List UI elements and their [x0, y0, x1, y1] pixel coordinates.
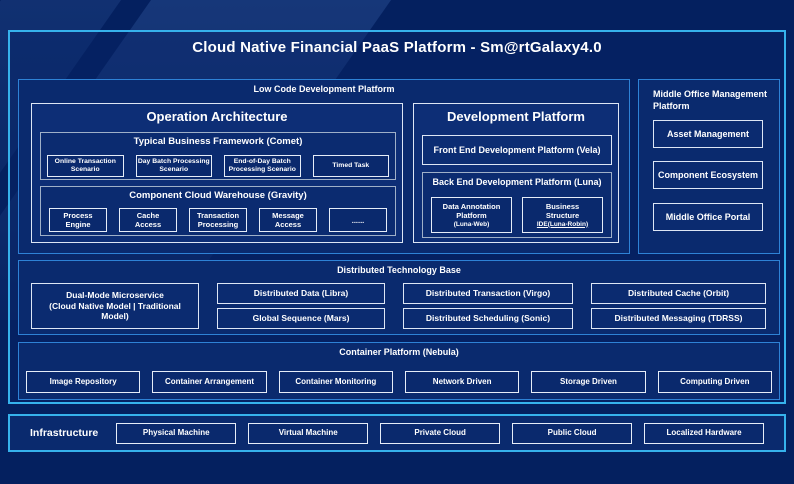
- low-code-section-label: Low Code Development Platform: [253, 84, 395, 94]
- box-process-engine: Process Engine: [49, 208, 107, 232]
- box-distributed-data: Distributed Data (Libra): [217, 283, 385, 304]
- operation-architecture-panel: Operation Architecture Typical Business …: [31, 103, 403, 243]
- box-timed-task: Timed Task: [312, 155, 389, 177]
- typical-business-framework-group: Typical Business Framework (Comet) Onlin…: [40, 132, 396, 180]
- middle-office-management-platform-section: Middle Office Management Platform Asset …: [638, 79, 780, 254]
- middle-office-section-label: Middle Office Management Platform: [653, 89, 768, 112]
- box-storage-driven: Storage Driven: [531, 371, 646, 393]
- box-day-batch-processing-scenario: Day Batch Processing Scenario: [135, 155, 212, 177]
- typical-business-framework-title: Typical Business Framework (Comet): [133, 136, 303, 147]
- box-business-structure-ide: Business Structure IDE(Luna-Robin): [522, 197, 603, 233]
- gravity-items-row: Process Engine Cache Access Transaction …: [49, 208, 387, 232]
- box-distributed-messaging: Distributed Messaging (TDRSS): [591, 308, 766, 329]
- box-message-access: Message Access: [259, 208, 317, 232]
- component-cloud-warehouse-group: Component Cloud Warehouse (Gravity) Proc…: [40, 186, 396, 236]
- box-end-of-day-batch-processing-scenario: End-of-Day Batch Processing Scenario: [224, 155, 301, 177]
- box-ellipsis: ......: [329, 208, 387, 232]
- development-platform-panel: Development Platform Front End Developme…: [413, 103, 619, 243]
- box-private-cloud: Private Cloud: [380, 422, 501, 444]
- box-distributed-cache: Distributed Cache (Orbit): [591, 283, 766, 304]
- distributed-section-label: Distributed Technology Base: [337, 265, 461, 275]
- distributed-technology-base-section: Distributed Technology Base Dual-Mode Mi…: [18, 260, 780, 335]
- container-platform-section: Container Platform (Nebula) Image Reposi…: [18, 342, 780, 400]
- component-cloud-warehouse-title: Component Cloud Warehouse (Gravity): [129, 190, 307, 201]
- box-image-repository: Image Repository: [26, 371, 141, 393]
- box-virtual-machine: Virtual Machine: [248, 422, 369, 444]
- box-online-transaction-scenario: Online Transaction Scenario: [47, 155, 124, 177]
- box-front-end-development-platform: Front End Development Platform (Vela): [422, 135, 612, 165]
- box-cache-access: Cache Access: [119, 208, 177, 232]
- box-container-arrangement: Container Arrangement: [152, 371, 267, 393]
- box-distributed-scheduling: Distributed Scheduling (Sonic): [403, 308, 573, 329]
- container-items-row: Image Repository Container Arrangement C…: [26, 371, 772, 393]
- infrastructure-section-label: Infrastructure: [30, 427, 99, 439]
- page-title: Cloud Native Financial PaaS Platform - S…: [192, 39, 602, 56]
- box-physical-machine: Physical Machine: [116, 422, 237, 444]
- container-section-label: Container Platform (Nebula): [339, 347, 459, 357]
- business-structure-sub-label: IDE(Luna-Robin): [536, 220, 589, 228]
- low-code-development-platform-section: Low Code Development Platform Operation …: [18, 79, 630, 254]
- back-end-development-platform-group: Back End Development Platform (Luna) Dat…: [422, 172, 612, 238]
- development-platform-title: Development Platform: [447, 109, 585, 124]
- box-dual-mode-microservice: Dual-Mode Microservice (Cloud Native Mod…: [31, 283, 199, 329]
- box-component-ecosystem: Component Ecosystem: [653, 161, 763, 189]
- box-computing-driven: Computing Driven: [657, 371, 772, 393]
- box-transaction-processing: Transaction Processing: [189, 208, 247, 232]
- box-data-annotation-platform: Data Annotation Platform (Luna-Web): [431, 197, 512, 233]
- distributed-items-grid: Dual-Mode Microservice (Cloud Native Mod…: [31, 283, 766, 329]
- box-public-cloud: Public Cloud: [512, 422, 633, 444]
- box-localized-hardware: Localized Hardware: [644, 422, 765, 444]
- box-middle-office-portal: Middle Office Portal: [653, 203, 763, 231]
- box-global-sequence: Global Sequence (Mars): [217, 308, 385, 329]
- infrastructure-items-row: Physical Machine Virtual Machine Private…: [116, 422, 765, 444]
- box-container-monitoring: Container Monitoring: [278, 371, 393, 393]
- box-distributed-transaction: Distributed Transaction (Virgo): [403, 283, 573, 304]
- box-asset-management: Asset Management: [653, 120, 763, 148]
- box-network-driven: Network Driven: [404, 371, 520, 393]
- luna-items-row: Data Annotation Platform (Luna-Web) Busi…: [431, 197, 603, 233]
- operation-architecture-title: Operation Architecture: [146, 109, 288, 124]
- data-annotation-label: Data Annotation Platform: [442, 201, 501, 220]
- back-end-development-platform-title: Back End Development Platform (Luna): [432, 177, 602, 187]
- data-annotation-sub-label: (Luna-Web): [453, 220, 490, 228]
- infrastructure-section: Infrastructure Physical Machine Virtual …: [8, 414, 786, 452]
- business-structure-label: Business Structure: [545, 201, 580, 220]
- platform-frame: Cloud Native Financial PaaS Platform - S…: [8, 30, 786, 404]
- comet-items-row: Online Transaction Scenario Day Batch Pr…: [47, 155, 389, 177]
